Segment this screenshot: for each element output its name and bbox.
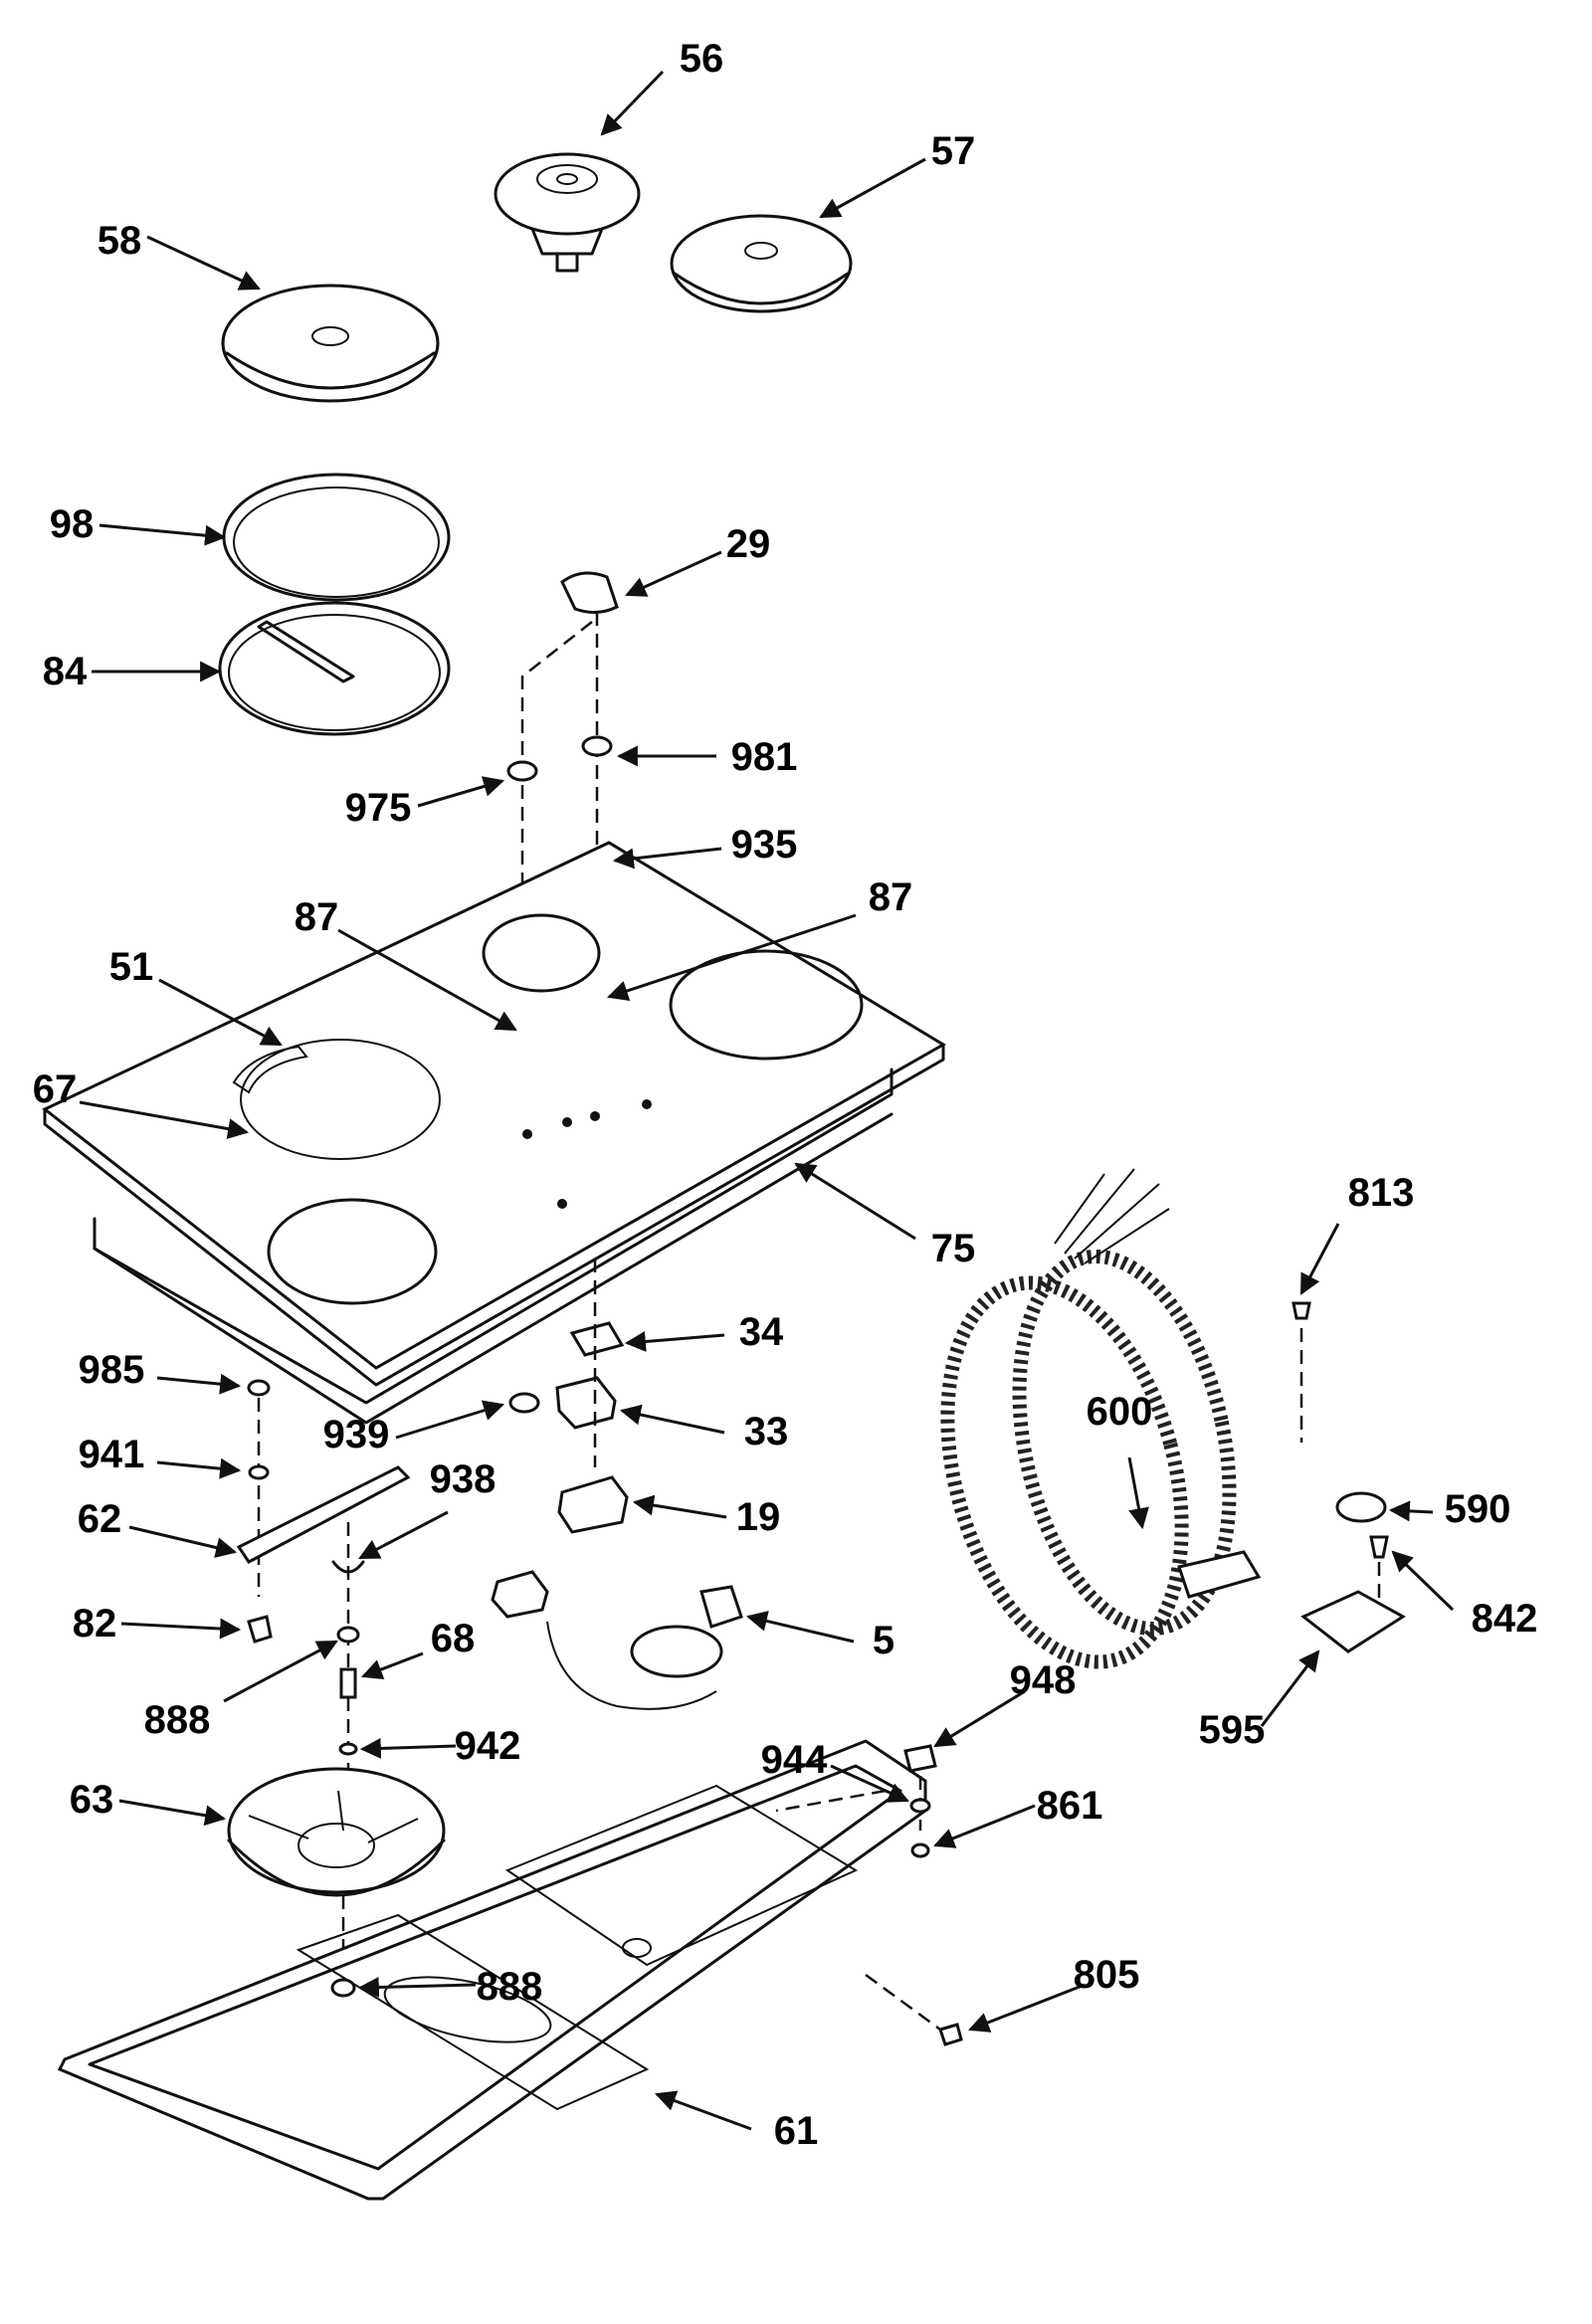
callout-939: 939 (323, 1413, 390, 1456)
callout-84: 84 (43, 650, 88, 693)
spacer-68 (339, 1667, 357, 1699)
callout-600: 600 (1087, 1390, 1153, 1434)
callout-62: 62 (78, 1497, 122, 1541)
callout-888-lower: 888 (477, 1965, 543, 2009)
washer-942 (338, 1742, 358, 1756)
lead-wire (546, 1621, 717, 1710)
callout-590: 590 (1445, 1487, 1511, 1531)
screw-805 (938, 2023, 963, 2046)
callout-67: 67 (33, 1067, 78, 1111)
callout-942: 942 (455, 1724, 521, 1768)
callout-75: 75 (931, 1227, 976, 1270)
ignitor-5 (630, 1585, 743, 1678)
screw-813 (1292, 1301, 1311, 1320)
callout-98: 98 (50, 502, 95, 546)
nut-981 (581, 735, 613, 757)
callout-87-left: 87 (295, 895, 339, 939)
callout-935: 935 (731, 823, 798, 867)
callout-63: 63 (70, 1778, 114, 1822)
callout-87-right: 87 (869, 875, 913, 919)
callout-888-upper: 888 (144, 1698, 211, 1742)
grommet-888-upper (336, 1626, 360, 1644)
plate-595 (1300, 1590, 1406, 1653)
washer-939 (508, 1392, 540, 1414)
grommet-888-lower (330, 1978, 356, 1998)
leader-lines (79, 70, 1455, 2131)
terminal-33 (555, 1376, 617, 1430)
washer-941 (248, 1464, 270, 1480)
callout-58: 58 (98, 219, 142, 263)
trim-67 (232, 1045, 308, 1094)
callout-34: 34 (739, 1310, 784, 1354)
callout-805: 805 (1074, 1953, 1140, 1997)
callout-985: 985 (79, 1348, 145, 1392)
switch-left (491, 1570, 549, 1619)
callout-813: 813 (1348, 1171, 1415, 1215)
surface-unit-56 (494, 152, 641, 273)
knob-29 (560, 571, 619, 614)
clip-948 (903, 1744, 937, 1773)
callout-941: 941 (79, 1433, 145, 1476)
callout-56: 56 (680, 37, 724, 81)
switch-19 (557, 1475, 629, 1534)
surface-unit-58 (221, 284, 440, 403)
clip-82 (247, 1615, 273, 1644)
callout-842: 842 (1472, 1597, 1538, 1641)
callout-68: 68 (431, 1617, 476, 1660)
trim-ring-98 (222, 473, 451, 602)
reflector-84 (218, 601, 451, 736)
callout-595: 595 (1199, 1708, 1266, 1752)
nut-975 (506, 760, 538, 782)
callout-57: 57 (931, 129, 976, 173)
callout-labels: 56 57 58 98 84 29 981 975 935 87 87 51 6… (33, 37, 1538, 2153)
insulator-34 (569, 1321, 625, 1357)
bracket-62 (236, 1465, 411, 1564)
bowl-63 (227, 1767, 446, 1897)
bracket-590 (1335, 1491, 1387, 1523)
callout-981: 981 (731, 735, 798, 779)
washer-944 (909, 1798, 931, 1814)
callout-61: 61 (774, 2109, 819, 2153)
callout-29: 29 (726, 522, 771, 566)
cooktop-glass-51 (42, 841, 946, 1387)
callout-948: 948 (1010, 1658, 1077, 1702)
frame-75 (93, 1067, 894, 1425)
callout-5: 5 (873, 1619, 895, 1662)
nut-985 (247, 1379, 271, 1397)
callout-82: 82 (73, 1602, 117, 1646)
callout-33: 33 (744, 1410, 789, 1453)
surface-unit-57 (670, 214, 853, 313)
screw-861 (910, 1842, 930, 1858)
assembly-line-i (865, 1973, 941, 2032)
callout-975: 975 (345, 786, 412, 830)
callout-944: 944 (761, 1738, 828, 1782)
callout-19: 19 (736, 1495, 781, 1539)
callout-861: 861 (1037, 1784, 1103, 1828)
callout-51: 51 (109, 945, 154, 989)
screw-842 (1369, 1535, 1389, 1559)
wire-harness-600 (940, 1168, 1262, 1669)
callout-938: 938 (430, 1457, 497, 1501)
